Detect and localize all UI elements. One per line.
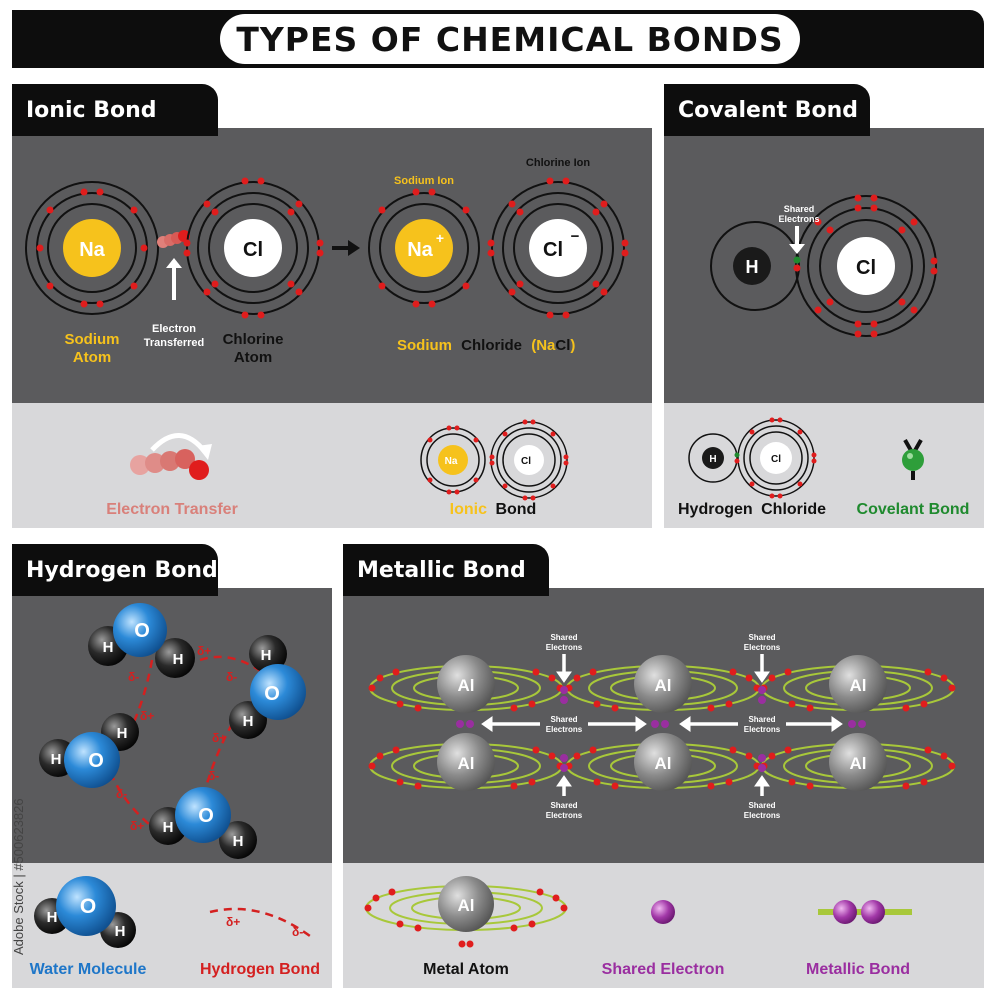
ionic-legend-area	[12, 403, 652, 528]
covalent-panel	[664, 128, 984, 528]
stock-id: Adobe Stock | #500623826	[11, 798, 26, 955]
title-bar: TYPES OF CHEMICAL BONDS	[12, 10, 984, 68]
hydrogen-legend-area	[12, 863, 332, 988]
page-title: TYPES OF CHEMICAL BONDS	[220, 14, 800, 64]
covalent-legend-area	[664, 403, 984, 528]
hydrogen-tab: Hydrogen Bond	[12, 544, 218, 596]
hydrogen-panel	[12, 588, 332, 988]
metallic-panel	[343, 588, 984, 988]
covalent-tab: Covalent Bond	[664, 84, 870, 136]
metallic-tab: Metallic Bond	[343, 544, 549, 596]
metallic-legend-area	[343, 863, 984, 988]
ionic-tab: Ionic Bond	[12, 84, 218, 136]
stock-id-text: Adobe Stock | #500623826	[11, 798, 26, 955]
ionic-panel	[12, 128, 652, 528]
